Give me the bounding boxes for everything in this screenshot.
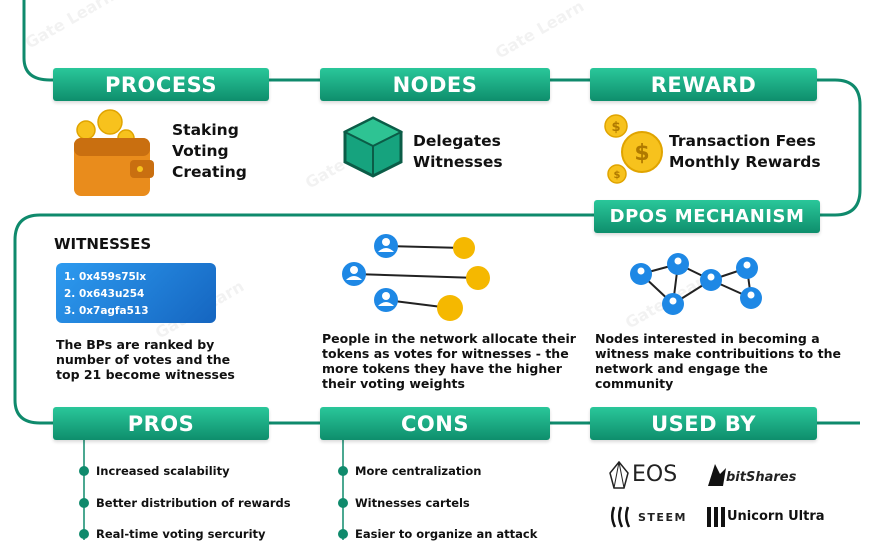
process-item-creating: Creating	[172, 163, 247, 181]
pros-item: Real-time voting sercurity	[96, 527, 266, 541]
unicorn-ultra-logo-icon	[707, 507, 725, 527]
cons-item: Witnesses cartels	[355, 496, 470, 510]
nodes-item-delegates: Delegates	[413, 132, 501, 150]
pros-item: Better distribution of rewards	[96, 496, 291, 510]
process-item-staking: Staking	[172, 121, 239, 139]
bitshares-logo-icon	[708, 464, 726, 486]
steem-logo-icon	[611, 506, 631, 528]
witnesses-list: 1. 0x459s75lx 2. 0x643u254 3. 0x7agfa513	[56, 263, 216, 323]
pros-item: Increased scalability	[96, 464, 230, 478]
witness-entry: 1. 0x459s75lx	[64, 271, 147, 283]
nodes-header: NODES	[320, 68, 550, 101]
witnesses-title: WITNESSES	[54, 235, 152, 253]
steem-logo-text: STEEM	[638, 511, 687, 524]
bullet-dot	[79, 529, 89, 539]
bullet-dot	[338, 498, 348, 508]
dollar-coins-icon: $ $ $	[604, 114, 663, 184]
eos-logo-text: EOS	[632, 462, 678, 487]
reward-item-transaction-fees: Transaction Fees	[669, 132, 816, 150]
pros-header: PROS	[53, 407, 269, 440]
bullet-dot	[79, 498, 89, 508]
cons-item: More centralization	[355, 464, 482, 478]
bitshares-logo-text: bitShares	[726, 470, 797, 485]
svg-text:$: $	[611, 120, 620, 135]
svg-text:$: $	[614, 170, 621, 181]
process-header: PROCESS	[53, 68, 269, 101]
vote-allocation-icon	[342, 234, 490, 321]
eos-logo-icon	[609, 461, 629, 489]
wallet-coins-icon	[74, 109, 154, 196]
witness-entry: 3. 0x7agfa513	[64, 305, 149, 317]
witnesses-description: The BPs are ranked by number of votes an…	[56, 337, 235, 382]
witness-entry: 2. 0x643u254	[64, 288, 145, 300]
unicorn-ultra-logo-text: Unicorn Ultra	[727, 509, 825, 524]
voting-description: People in the network allocate their tok…	[322, 331, 576, 391]
bullet-dot	[338, 529, 348, 539]
bullet-dot	[79, 466, 89, 476]
used-by-header: USED BY	[590, 407, 817, 440]
dpos-mechanism-header: DPOS MECHANISM	[594, 200, 820, 233]
reward-header: REWARD	[590, 68, 817, 101]
reward-item-monthly-rewards: Monthly Rewards	[669, 153, 821, 171]
svg-text:$: $	[634, 141, 649, 166]
cons-item: Easier to organize an attack	[355, 527, 538, 541]
process-item-voting: Voting	[172, 142, 229, 160]
nodes-description: Nodes interested in becoming a witness m…	[595, 331, 841, 391]
nodes-item-witnesses: Witnesses	[413, 153, 503, 171]
node-network-icon	[630, 253, 762, 315]
bullet-dot	[338, 466, 348, 476]
cube-icon	[342, 116, 404, 178]
cons-header: CONS	[320, 407, 550, 440]
